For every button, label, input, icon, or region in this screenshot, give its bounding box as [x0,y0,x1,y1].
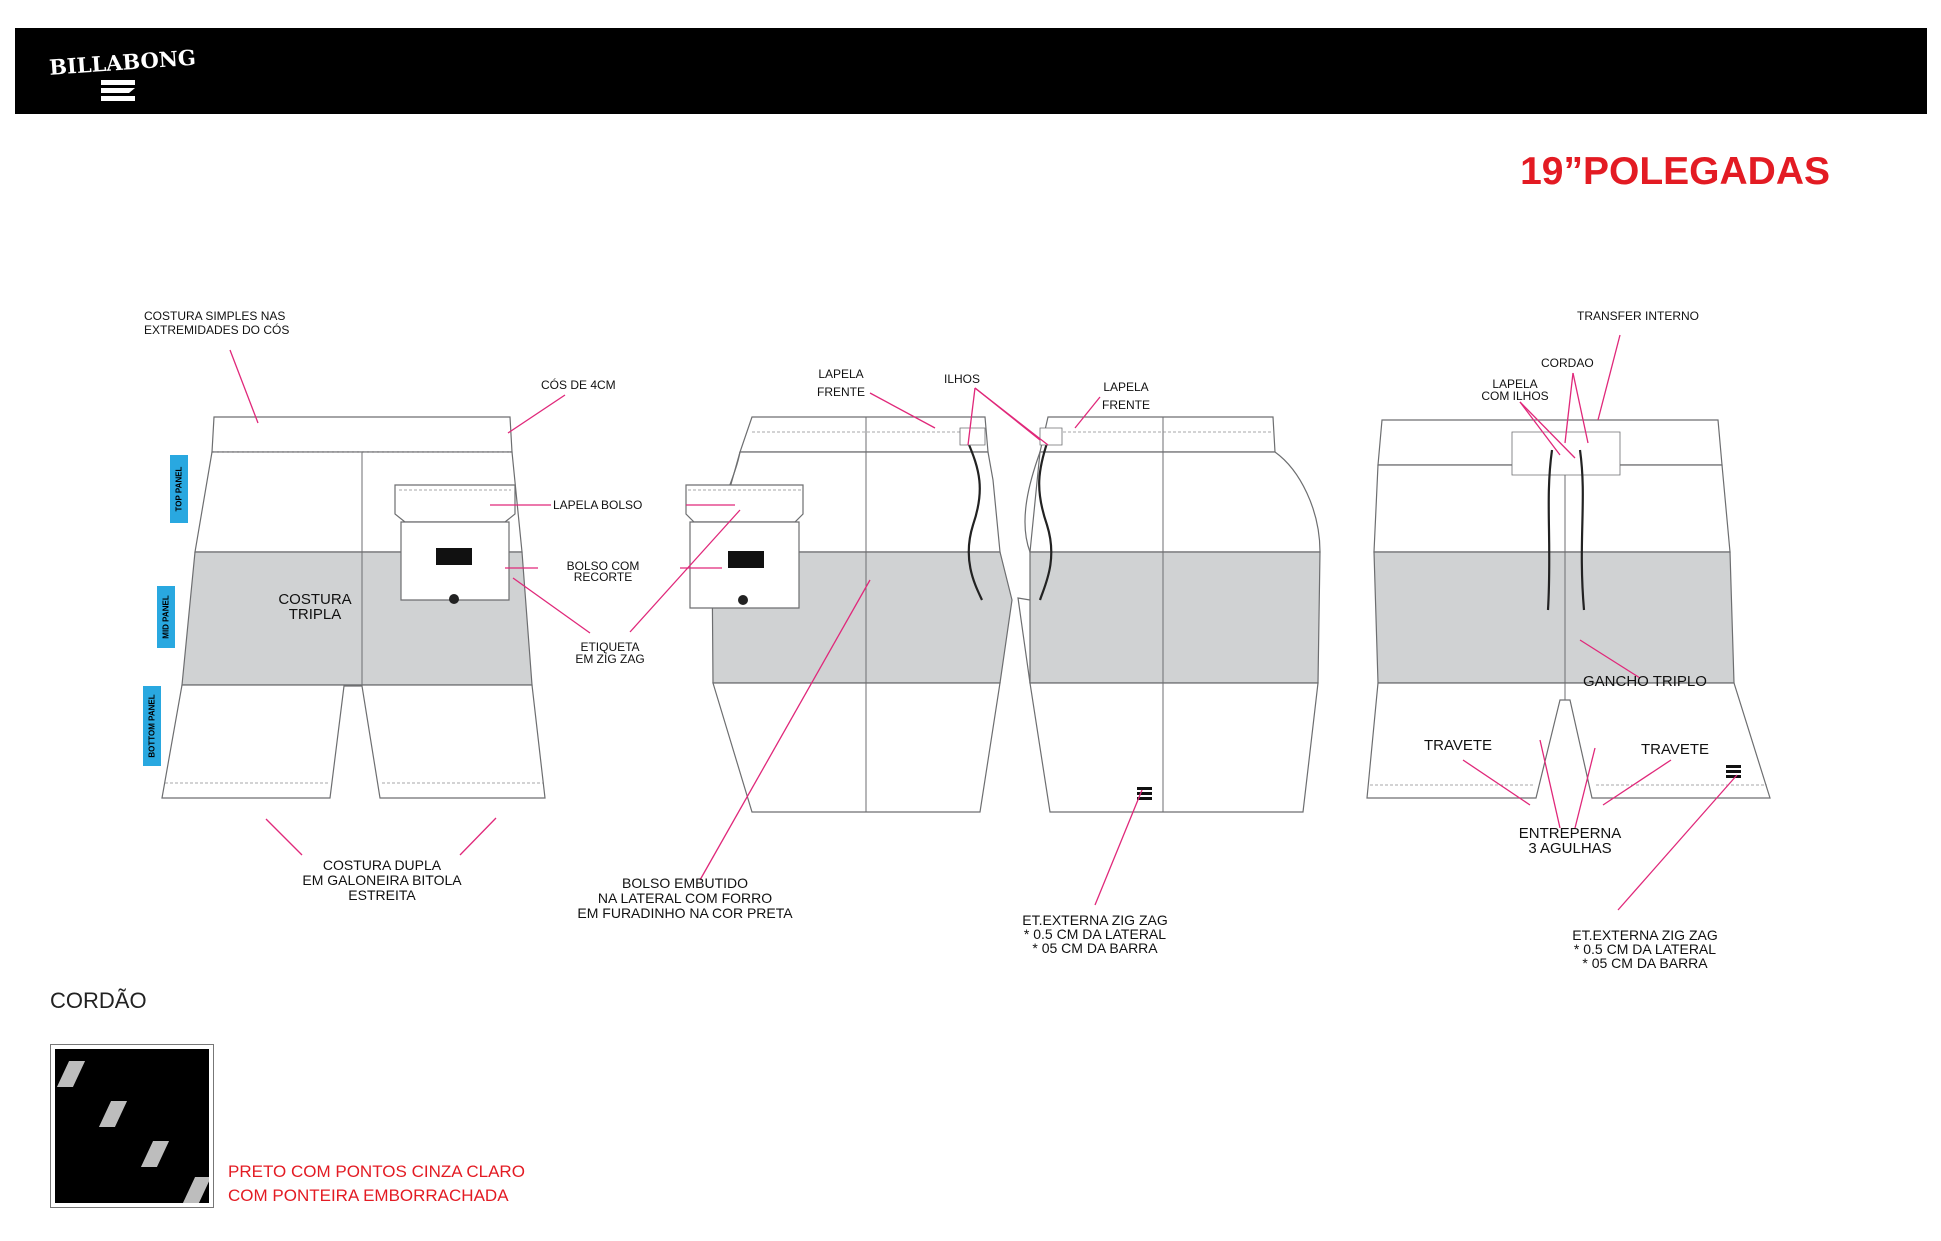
label-lapela-frente-left: LAPELA FRENTE [817,367,865,399]
label-travete-left: TRAVETE [1424,737,1493,754]
billabong-mark-icon [1137,787,1152,800]
top-panel-tag: TOP PANEL [170,455,188,523]
label-gancho: GANCHO TRIPLO [1583,673,1707,690]
cord-swatch-pattern [55,1049,209,1203]
billabong-mark-icon [1726,765,1741,778]
label-transfer: TRANSFER INTERNO [1577,309,1700,323]
page-title: 19”POLEGADAS [1520,150,1830,193]
swatch-dot [56,1061,86,1087]
label-etiqueta: ETIQUETA EM ZIG ZAG [575,640,645,666]
label-ilhos: ILHOS [944,372,981,386]
label-travete-right: TRAVETE [1641,741,1710,758]
label-cos: CÓS DE 4CM [541,378,616,392]
label-lapela-frente-right: LAPELA FRENTE [1102,380,1150,412]
label-lapela-bolso: LAPELA BOLSO [553,498,643,512]
side-view-left-short [685,416,1013,813]
logo-mark-icon [101,80,135,101]
label-costura-dupla: COSTURA DUPLA EM GALONEIRA BITOLA ESTREI… [302,857,462,903]
mid-panel-tag: MID PANEL [157,586,175,648]
header-bar: BILLABONG [15,28,1927,114]
label-costura-tripla: COSTURA TRIPLA [278,591,352,623]
swatch-dot [140,1141,170,1167]
front-view-short [161,416,546,799]
swatch-dot [182,1177,209,1203]
label-et-externa-side: ET.EXTERNA ZIG ZAG * 0.5 CM DA LATERAL *… [1022,912,1168,956]
label-entreperna: ENTREPERNA 3 AGULHAS [1518,825,1622,857]
bottom-panel-tag: BOTTOM PANEL [143,686,161,766]
cord-note: PRETO COM PONTOS CINZA CLARO COM PONTEIR… [228,1160,525,1208]
swatch-dot [98,1101,128,1127]
leader-lines [229,334,1738,911]
cord-section-title: CORDÃO [50,988,147,1013]
cord-note-line1: PRETO COM PONTOS CINZA CLARO [228,1162,525,1181]
label-cordao-back: CORDAO [1541,356,1594,370]
label-bolso-recorte: BOLSO COM RECORTE [566,559,640,584]
billabong-logo: BILLABONG [48,45,197,116]
side-view-right-short [1017,416,1321,813]
cord-note-line2: COM PONTEIRA EMBORRACHADA [228,1186,509,1205]
back-view-short [1366,419,1771,799]
label-costura-simples: COSTURA SIMPLES NAS EXTREMIDADES DO CÓS [144,309,290,337]
cord-swatch [50,1044,214,1208]
label-lapela-ilhos: LAPELA COM ILHOS [1481,377,1549,403]
label-bolso-embutido: BOLSO EMBUTIDO NA LATERAL COM FORRO EM F… [577,875,793,921]
label-et-externa-back: ET.EXTERNA ZIG ZAG * 0.5 CM DA LATERAL *… [1572,927,1718,971]
